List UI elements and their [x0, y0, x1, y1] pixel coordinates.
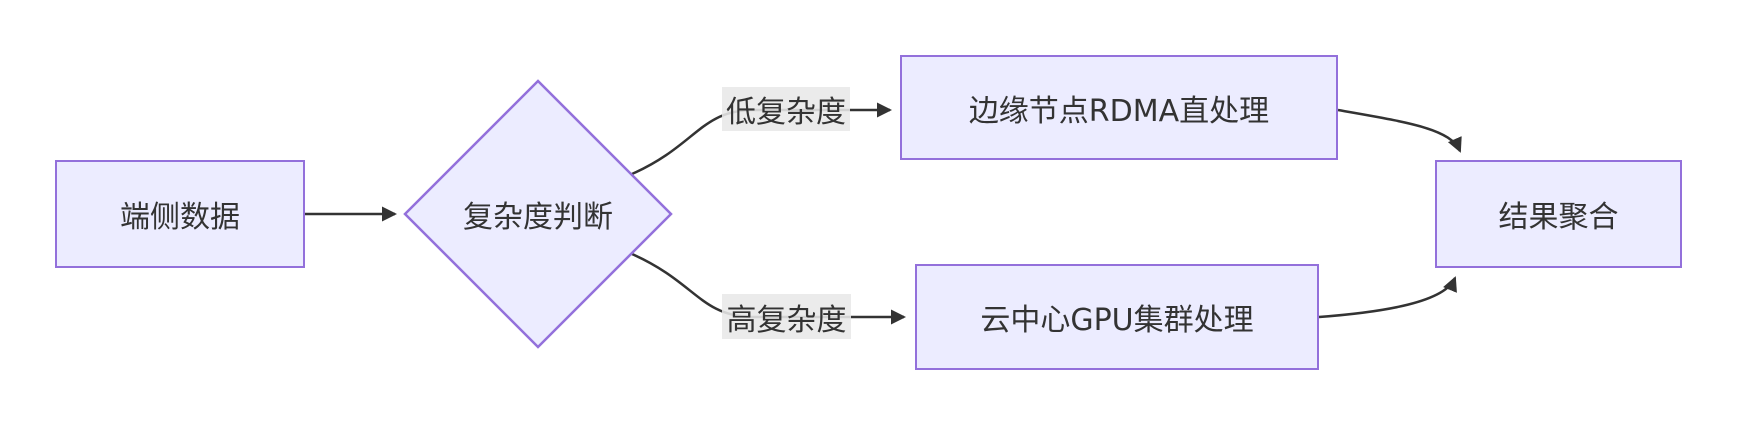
node-cloud-gpu-processing: 云中心GPU集群处理 — [915, 264, 1319, 370]
edge-label-high-complexity-text: 高复杂度 — [726, 302, 847, 338]
node-edge-rdma-processing: 边缘节点RDMA直处理 — [900, 55, 1338, 160]
decision-diamond-shape — [403, 79, 673, 349]
edge-edge-node-to-result — [1337, 108, 1462, 153]
edge-label-low-complexity: 低复杂度 — [722, 87, 850, 131]
node-result-aggregation-label: 结果聚合 — [1498, 200, 1619, 235]
node-complexity-decision-label: 复杂度判断 — [463, 200, 613, 235]
node-result-aggregation: 结果聚合 — [1435, 160, 1682, 268]
node-complexity-decision-label-wrap: 复杂度判断 — [428, 192, 648, 236]
node-edge-rdma-processing-label: 边缘节点RDMA直处理 — [968, 93, 1270, 129]
edge-label-low-complexity-text: 低复杂度 — [726, 95, 846, 130]
edge-cloud-to-result — [1318, 276, 1457, 319]
edge-label-high-complexity: 高复杂度 — [722, 294, 851, 339]
node-endpoint-data-label: 端侧数据 — [120, 200, 240, 235]
node-endpoint-data: 端侧数据 — [55, 160, 305, 268]
node-cloud-gpu-processing-label: 云中心GPU集群处理 — [980, 303, 1254, 338]
